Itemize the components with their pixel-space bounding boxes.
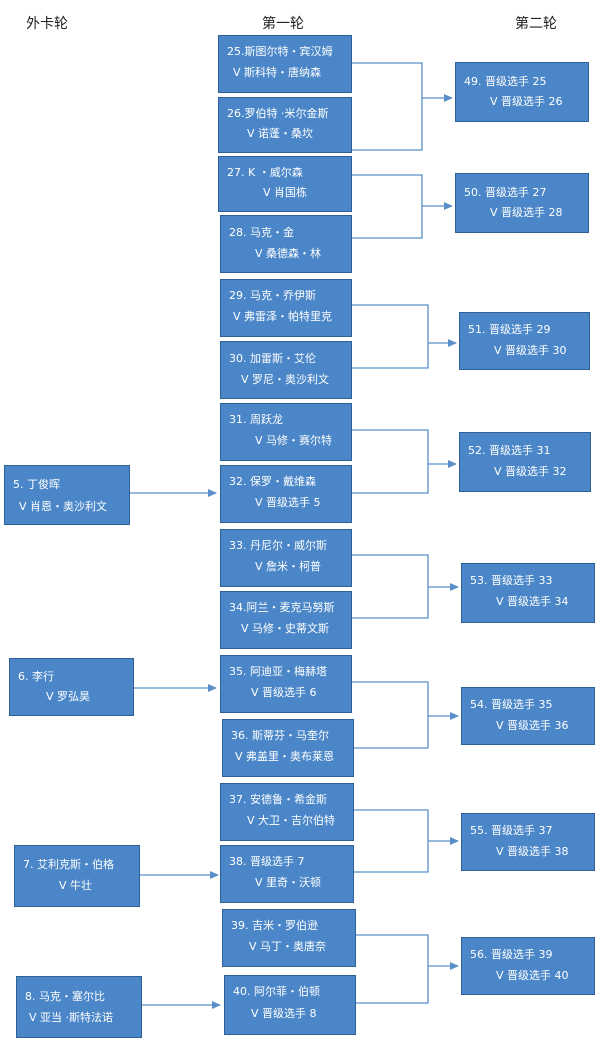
round1-match-33: 33. 丹尼尔・威尔斯 V 詹米・柯普	[220, 529, 352, 587]
match-line1: 39. 吉米・罗伯逊	[231, 919, 318, 932]
match-line1: 26.罗伯特 ·米尔金斯	[227, 107, 329, 120]
round1-match-37: 37. 安德鲁・希金斯 V 大卫・吉尔伯特	[220, 783, 354, 841]
match-line1: 49. 晋级选手 25	[464, 75, 547, 88]
match-line2: V 晋级选手 5	[255, 496, 321, 509]
match-line2: V 罗尼・奥沙利文	[241, 373, 330, 386]
connector-50	[352, 174, 452, 239]
match-line1: 38. 晋级选手 7	[229, 855, 305, 868]
connector-55	[352, 809, 458, 873]
match-line2: V 亚当 ·斯特法诺	[29, 1011, 114, 1024]
match-line2: V 弗盖里・奥布莱恩	[235, 750, 335, 763]
match-line1: 27. K ・威尔森	[227, 166, 303, 179]
connector-56	[354, 934, 458, 1004]
match-line2: V 晋级选手 32	[494, 465, 567, 478]
match-line2: V 肖国栋	[263, 186, 308, 199]
match-line1: 54. 晋级选手 35	[470, 698, 553, 711]
round2-match-52: 52. 晋级选手 31 V 晋级选手 32	[459, 432, 591, 492]
match-line2: V 晋级选手 34	[496, 595, 569, 608]
round1-match-25: 25.斯图尔特・宾汉姆 V 斯科特・唐纳森	[218, 35, 352, 93]
round1-match-29: 29. 马克・乔伊斯 V 弗雷泽・帕特里克	[220, 279, 352, 337]
match-line2: V 大卫・吉尔伯特	[247, 814, 336, 827]
match-line2: V 桑德森・林	[255, 247, 322, 260]
match-line1: 6. 李行	[18, 670, 54, 683]
connector-53	[352, 554, 458, 619]
match-line2: V 晋级选手 38	[496, 845, 569, 858]
match-line1: 40. 阿尔菲・伯顿	[233, 985, 320, 998]
round2-match-49: 49. 晋级选手 25 V 晋级选手 26	[455, 62, 589, 122]
match-line1: 37. 安德鲁・希金斯	[229, 793, 327, 806]
round1-match-31: 31. 周跃龙 V 马修・赛尔特	[220, 403, 352, 461]
match-line1: 36. 斯蒂芬・马奎尔	[231, 729, 329, 742]
wildcard-match-7: 7. 艾利克斯・伯格 V 牛壮	[14, 845, 140, 907]
match-line1: 34.阿兰・麦克马努斯	[229, 601, 335, 614]
match-line2: V 弗雷泽・帕特里克	[233, 310, 333, 323]
round1-match-34: 34.阿兰・麦克马努斯 V 马修・史蒂文斯	[220, 591, 352, 649]
header-round1: 第一轮	[262, 16, 304, 32]
match-line2: V 肖恩・奥沙利文	[19, 500, 108, 513]
connector-49	[352, 62, 452, 151]
match-line2: V 斯科特・唐纳森	[233, 66, 322, 79]
match-line1: 51. 晋级选手 29	[468, 323, 551, 336]
round1-match-28: 28. 马克・金 V 桑德森・林	[220, 215, 352, 273]
match-line1: 50. 晋级选手 27	[464, 186, 547, 199]
wildcard-match-6: 6. 李行 V 罗弘昊	[9, 658, 134, 716]
match-line1: 35. 阿迪亚・梅赫塔	[229, 665, 327, 678]
match-line2: V 晋级选手 40	[496, 969, 569, 982]
match-line1: 52. 晋级选手 31	[468, 444, 551, 457]
match-line1: 56. 晋级选手 39	[470, 948, 553, 961]
match-line2: V 晋级选手 36	[496, 719, 569, 732]
round1-match-40: 40. 阿尔菲・伯顿 V 晋级选手 8	[224, 975, 356, 1035]
round2-match-54: 54. 晋级选手 35 V 晋级选手 36	[461, 687, 595, 745]
match-line2: V 晋级选手 6	[251, 686, 317, 699]
round1-match-27: 27. K ・威尔森 V 肖国栋	[218, 156, 352, 212]
round1-match-30: 30. 加雷斯・艾伦 V 罗尼・奥沙利文	[220, 341, 352, 399]
match-line2: V 罗弘昊	[46, 690, 91, 703]
match-line1: 30. 加雷斯・艾伦	[229, 352, 316, 365]
match-line2: V 诺蓬・桑坎	[247, 127, 314, 140]
round1-match-35: 35. 阿迪亚・梅赫塔 V 晋级选手 6	[220, 655, 352, 713]
wildcard-match-8: 8. 马克・塞尔比 V 亚当 ·斯特法诺	[16, 976, 142, 1038]
round1-match-38: 38. 晋级选手 7 V 里奇・沃顿	[220, 845, 354, 903]
match-line2: V 马丁・奥唐奈	[249, 940, 327, 953]
round1-match-39: 39. 吉米・罗伯逊 V 马丁・奥唐奈	[222, 909, 356, 967]
match-line2: V 牛壮	[59, 879, 93, 892]
round2-match-53: 53. 晋级选手 33 V 晋级选手 34	[461, 563, 595, 623]
match-line1: 29. 马克・乔伊斯	[229, 289, 316, 302]
match-line1: 7. 艾利克斯・伯格	[23, 858, 114, 871]
match-line1: 8. 马克・塞尔比	[25, 990, 105, 1003]
round2-match-55: 55. 晋级选手 37 V 晋级选手 38	[461, 813, 595, 871]
match-line1: 33. 丹尼尔・威尔斯	[229, 539, 327, 552]
match-line2: V 晋级选手 30	[494, 344, 567, 357]
connector-54	[352, 681, 458, 749]
round1-match-32: 32. 保罗・戴维森 V 晋级选手 5	[220, 465, 352, 523]
round1-match-26: 26.罗伯特 ·米尔金斯 V 诺蓬・桑坎	[218, 97, 352, 153]
match-line1: 28. 马克・金	[229, 226, 294, 239]
connector-51	[352, 304, 456, 369]
round2-match-56: 56. 晋级选手 39 V 晋级选手 40	[461, 937, 595, 995]
wildcard-match-5: 5. 丁俊晖 V 肖恩・奥沙利文	[4, 465, 130, 525]
match-line1: 5. 丁俊晖	[13, 478, 60, 491]
match-line2: V 晋级选手 8	[251, 1007, 317, 1020]
match-line1: 25.斯图尔特・宾汉姆	[227, 45, 333, 58]
round2-match-50: 50. 晋级选手 27 V 晋级选手 28	[455, 173, 589, 233]
header-wildcard: 外卡轮	[26, 16, 68, 32]
match-line1: 55. 晋级选手 37	[470, 824, 553, 837]
round1-match-36: 36. 斯蒂芬・马奎尔 V 弗盖里・奥布莱恩	[222, 719, 354, 777]
round2-match-51: 51. 晋级选手 29 V 晋级选手 30	[459, 312, 590, 370]
match-line2: V 晋级选手 28	[490, 206, 563, 219]
match-line1: 53. 晋级选手 33	[470, 574, 553, 587]
connector-52	[352, 429, 456, 494]
match-line1: 32. 保罗・戴维森	[229, 475, 316, 488]
match-line2: V 里奇・沃顿	[255, 876, 322, 889]
match-line2: V 詹米・柯普	[255, 560, 322, 573]
match-line1: 31. 周跃龙	[229, 413, 283, 426]
header-round2: 第二轮	[515, 16, 557, 32]
match-line2: V 马修・赛尔特	[255, 434, 333, 447]
match-line2: V 马修・史蒂文斯	[241, 622, 330, 635]
match-line2: V 晋级选手 26	[490, 95, 563, 108]
